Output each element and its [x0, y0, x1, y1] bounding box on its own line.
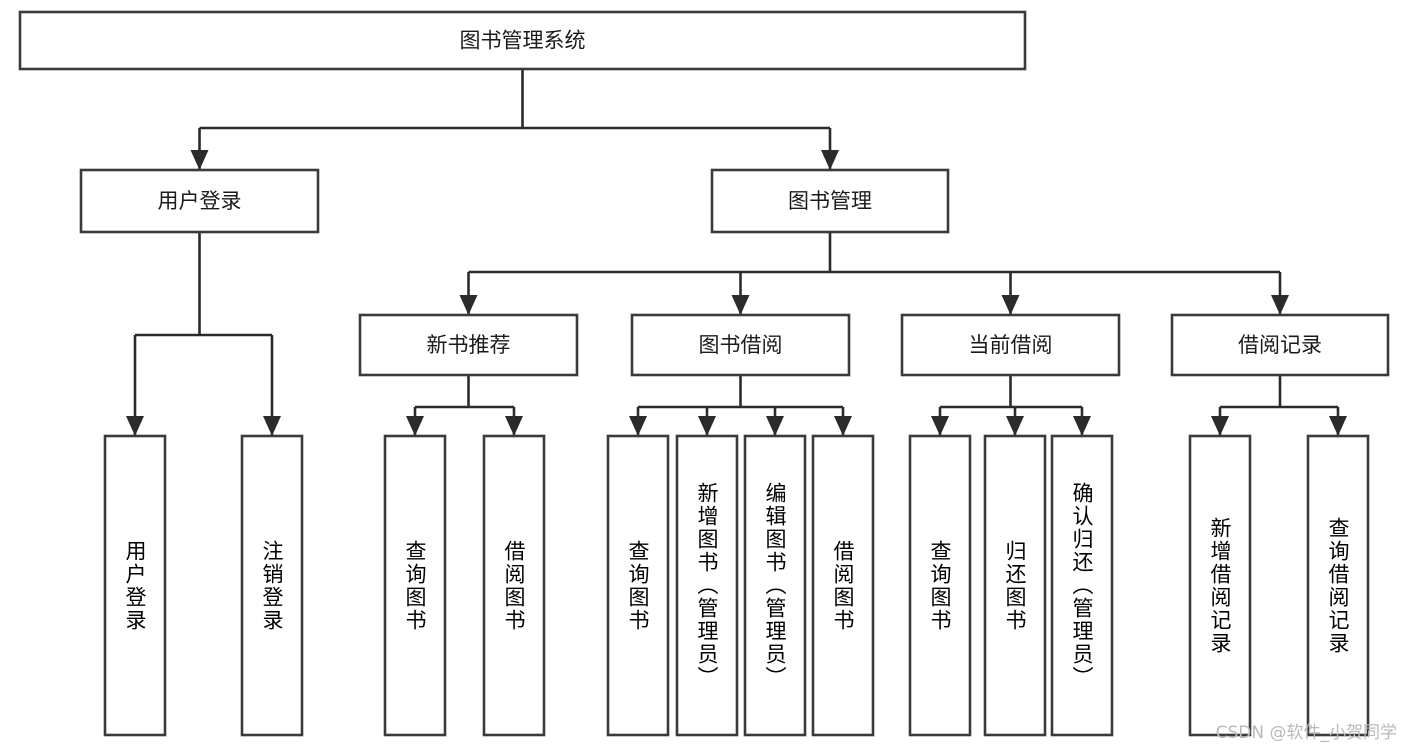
edge-book-borrow-arrow-2 — [766, 416, 784, 436]
leaf-leaf-query-book-borrow-label-wrap: 查询图书 — [626, 539, 650, 632]
leaf-leaf-user-logout-box — [240, 434, 304, 737]
node-new-book-recommend: 新书推荐 — [358, 313, 579, 377]
edge-current-borrow-arrow-0 — [931, 416, 949, 436]
leaf-leaf-add-book-admin-box — [675, 434, 739, 737]
leaf-leaf-confirm-return-admin-label-wrap: 确认归还（管理员） — [1070, 482, 1094, 689]
node-new-book-recommend-box — [358, 313, 579, 377]
root-node-root: 图书管理系统 — [18, 10, 1027, 71]
leaf-leaf-query-book-rec-label: 查询图书 — [403, 539, 427, 632]
edge-root-arrow-0 — [190, 150, 209, 170]
leaf-leaf-borrow-book-label-wrap: 借阅图书 — [831, 539, 855, 632]
leaf-leaf-borrow-book-label: 借阅图书 — [831, 539, 855, 632]
edge-current-borrow-arrow-1 — [1006, 416, 1024, 436]
leaf-leaf-borrow-book-rec-box — [482, 434, 546, 737]
node-book-management-box — [710, 168, 950, 234]
leaf-leaf-query-book-borrow-label: 查询图书 — [626, 539, 650, 632]
leaf-leaf-confirm-return-admin-label: 确认归还（管理员） — [1070, 482, 1094, 689]
edge-book-borrow-arrow-1 — [698, 416, 716, 436]
edge-user-login-arrow-0 — [126, 416, 144, 436]
leaf-leaf-query-book-rec-label-wrap: 查询图书 — [403, 539, 427, 632]
root-node-root-label: 图书管理系统 — [460, 29, 586, 53]
leaf-leaf-edit-book-admin: 编辑图书（管理员） — [743, 434, 807, 737]
leaf-leaf-add-borrow-record-label: 新增借阅记录 — [1208, 516, 1232, 655]
leaf-leaf-user-logout-label: 注销登录 — [260, 539, 284, 632]
edge-book-management-arrow-1 — [731, 295, 750, 315]
node-book-borrow: 图书借阅 — [630, 313, 851, 377]
leaf-leaf-query-book-current-label-wrap: 查询图书 — [928, 539, 952, 632]
node-borrow-record: 借阅记录 — [1170, 313, 1390, 377]
leaf-leaf-borrow-book: 借阅图书 — [811, 434, 875, 737]
node-current-borrow: 当前借阅 — [900, 313, 1121, 377]
leaf-leaf-query-book-rec-box — [383, 434, 447, 737]
leaf-leaf-borrow-book-rec: 借阅图书 — [482, 434, 546, 737]
node-current-borrow-label: 当前借阅 — [969, 333, 1053, 357]
edge-new-book-recommend-arrow-1 — [505, 416, 523, 436]
leaf-leaf-user-login-box — [103, 434, 167, 737]
leaf-leaf-query-borrow-record: 查询借阅记录 — [1306, 434, 1370, 737]
edge-root-arrow-1 — [821, 150, 839, 170]
leaf-leaf-edit-book-admin-label: 编辑图书（管理员） — [763, 482, 787, 689]
edge-current-borrow-arrow-2 — [1073, 416, 1091, 436]
root-node-root-box — [18, 10, 1027, 71]
edge-book-borrow-arrow-0 — [629, 416, 647, 436]
leaf-leaf-borrow-book-box — [811, 434, 875, 737]
leaf-leaf-confirm-return-admin-box — [1050, 434, 1114, 737]
leaf-leaf-add-book-admin-label-wrap: 新增图书（管理员） — [695, 482, 719, 689]
edge-user-login-arrow-1 — [263, 416, 281, 436]
leaf-leaf-user-logout: 注销登录 — [240, 434, 304, 737]
leaf-leaf-query-borrow-record-label: 查询借阅记录 — [1326, 516, 1350, 655]
leaf-leaf-add-borrow-record: 新增借阅记录 — [1188, 434, 1252, 737]
leaf-leaf-query-book-current: 查询图书 — [908, 434, 972, 737]
leaf-leaf-user-login-label-wrap: 用户登录 — [123, 539, 147, 632]
edge-new-book-recommend-arrow-0 — [406, 416, 424, 436]
node-new-book-recommend-label: 新书推荐 — [427, 333, 511, 357]
leaf-leaf-return-book-label-wrap: 归还图书 — [1003, 539, 1027, 632]
leaf-leaf-add-book-admin-label: 新增图书（管理员） — [695, 482, 719, 689]
leaf-leaf-borrow-book-rec-label: 借阅图书 — [502, 539, 526, 632]
leaf-leaf-return-book-label: 归还图书 — [1003, 539, 1027, 632]
leaf-leaf-edit-book-admin-box — [743, 434, 807, 737]
leaf-leaf-query-book-current-box — [908, 434, 972, 737]
leaf-leaf-query-borrow-record-box — [1306, 434, 1370, 737]
node-borrow-record-box — [1170, 313, 1390, 377]
edge-book-management-arrow-2 — [1001, 295, 1020, 315]
node-user-login: 用户登录 — [79, 168, 320, 234]
leaf-leaf-edit-book-admin-label-wrap: 编辑图书（管理员） — [763, 482, 787, 689]
leaf-leaf-query-book-borrow: 查询图书 — [606, 434, 670, 737]
edge-borrow-record-arrow-1 — [1329, 416, 1347, 436]
node-user-login-box — [79, 168, 320, 234]
nodes-layer: 图书管理系统用户登录图书管理新书推荐图书借阅当前借阅借阅记录用户登录注销登录查询… — [18, 10, 1390, 737]
node-borrow-record-label: 借阅记录 — [1238, 333, 1322, 357]
leaf-leaf-add-borrow-record-label-wrap: 新增借阅记录 — [1208, 516, 1232, 655]
leaf-leaf-query-book-borrow-box — [606, 434, 670, 737]
leaf-leaf-query-borrow-record-label-wrap: 查询借阅记录 — [1326, 516, 1350, 655]
node-book-borrow-box — [630, 313, 851, 377]
leaf-leaf-query-book-rec: 查询图书 — [383, 434, 447, 737]
leaf-leaf-user-login-label: 用户登录 — [123, 539, 147, 632]
edge-book-borrow-arrow-3 — [834, 416, 852, 436]
leaf-leaf-borrow-book-rec-label-wrap: 借阅图书 — [502, 539, 526, 632]
leaf-leaf-return-book-box — [983, 434, 1047, 737]
edges-layer — [126, 69, 1347, 436]
leaf-leaf-user-login: 用户登录 — [103, 434, 167, 737]
node-book-management-label: 图书管理 — [788, 189, 872, 213]
leaf-leaf-return-book: 归还图书 — [983, 434, 1047, 737]
edge-book-management-arrow-3 — [1271, 295, 1289, 315]
leaf-leaf-add-book-admin: 新增图书（管理员） — [675, 434, 739, 737]
csdn-watermark: CSDN @软件_小贺同学 — [1215, 723, 1397, 743]
node-user-login-label: 用户登录 — [158, 189, 242, 213]
edge-borrow-record-arrow-0 — [1211, 416, 1229, 436]
node-book-borrow-label: 图书借阅 — [699, 333, 783, 357]
leaf-leaf-user-logout-label-wrap: 注销登录 — [260, 539, 284, 632]
leaf-leaf-query-book-current-label: 查询图书 — [928, 539, 952, 632]
leaf-leaf-add-borrow-record-box — [1188, 434, 1252, 737]
leaf-leaf-confirm-return-admin: 确认归还（管理员） — [1050, 434, 1114, 737]
edge-book-management-arrow-0 — [459, 295, 478, 315]
node-current-borrow-box — [900, 313, 1121, 377]
node-book-management: 图书管理 — [710, 168, 950, 234]
